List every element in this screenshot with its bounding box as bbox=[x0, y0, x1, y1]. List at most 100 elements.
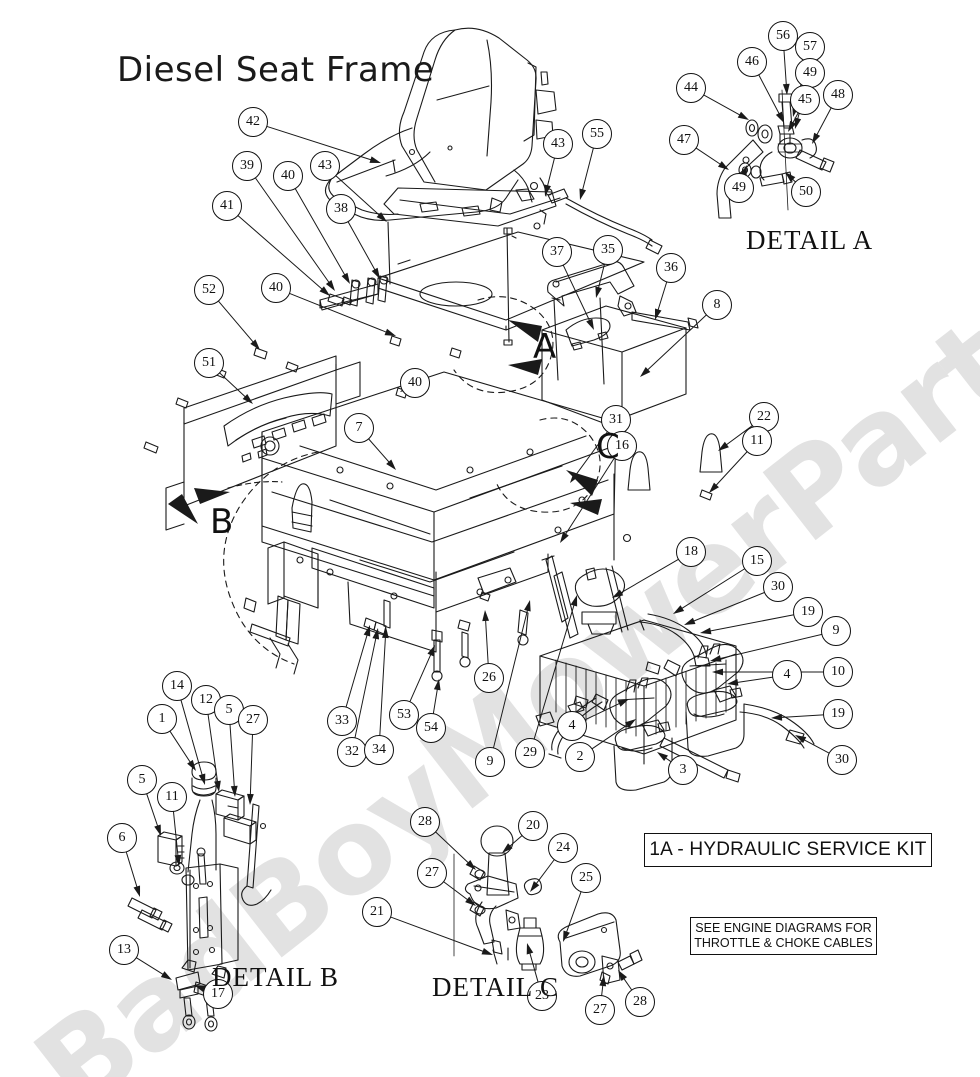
callout-balloon-2[interactable]: 2 bbox=[565, 742, 595, 772]
callout-balloon-23[interactable]: 23 bbox=[527, 981, 557, 1011]
leader-line bbox=[546, 158, 555, 188]
callout-balloon-37[interactable]: 37 bbox=[542, 237, 572, 267]
callout-balloon-55[interactable]: 55 bbox=[582, 119, 612, 149]
callout-balloon-13[interactable]: 13 bbox=[109, 935, 139, 965]
callout-balloon-32[interactable]: 32 bbox=[337, 737, 367, 767]
callout-balloon-49[interactable]: 49 bbox=[795, 58, 825, 88]
callout-balloon-24[interactable]: 24 bbox=[548, 833, 578, 863]
hydraulic-service-kit-box: 1A - HYDRAULIC SERVICE KIT bbox=[644, 833, 932, 867]
leader-line bbox=[180, 699, 204, 777]
callout-balloon-46[interactable]: 46 bbox=[737, 47, 767, 77]
callout-balloon-11[interactable]: 11 bbox=[157, 782, 187, 812]
callout-balloon-1[interactable]: 1 bbox=[147, 704, 177, 734]
callout-balloon-27[interactable]: 27 bbox=[585, 995, 615, 1025]
callout-balloon-52[interactable]: 52 bbox=[194, 275, 224, 305]
callout-balloon-49[interactable]: 49 bbox=[724, 173, 754, 203]
leader-arrowhead bbox=[586, 318, 594, 330]
callout-balloon-28[interactable]: 28 bbox=[625, 987, 655, 1017]
callout-balloon-9[interactable]: 9 bbox=[821, 616, 851, 646]
callout-balloon-33[interactable]: 33 bbox=[327, 706, 357, 736]
callout-balloon-40[interactable]: 40 bbox=[273, 161, 303, 191]
callout-number: 30 bbox=[835, 752, 849, 767]
callout-balloon-6[interactable]: 6 bbox=[107, 823, 137, 853]
callout-balloon-40[interactable]: 40 bbox=[400, 368, 430, 398]
callout-balloon-27[interactable]: 27 bbox=[238, 705, 268, 735]
leader-line bbox=[347, 221, 377, 272]
leader-line bbox=[379, 635, 386, 736]
leader-line bbox=[718, 633, 822, 660]
callout-balloon-18[interactable]: 18 bbox=[676, 537, 706, 567]
callout-balloon-3[interactable]: 3 bbox=[668, 755, 698, 785]
callout-number: 42 bbox=[246, 114, 260, 129]
leader-line bbox=[435, 831, 470, 865]
leader-line bbox=[345, 633, 368, 708]
callout-number: 19 bbox=[801, 604, 815, 619]
callout-balloon-56[interactable]: 56 bbox=[768, 21, 798, 51]
leader-arrowhead bbox=[465, 896, 476, 906]
callout-balloon-7[interactable]: 7 bbox=[344, 413, 374, 443]
callout-balloon-30[interactable]: 30 bbox=[827, 745, 857, 775]
leader-line bbox=[646, 314, 707, 372]
callout-balloon-41[interactable]: 41 bbox=[212, 191, 242, 221]
callout-number: 5 bbox=[225, 702, 233, 717]
leader-arrowhead bbox=[482, 610, 490, 622]
callout-balloon-45[interactable]: 45 bbox=[790, 85, 820, 115]
leader-arrowhead bbox=[710, 655, 722, 662]
leader-line bbox=[432, 687, 439, 714]
callout-balloon-51[interactable]: 51 bbox=[194, 348, 224, 378]
callout-balloon-54[interactable]: 54 bbox=[416, 713, 446, 743]
callout-balloon-36[interactable]: 36 bbox=[656, 253, 686, 283]
section-marker-c: C bbox=[596, 427, 620, 467]
callout-number: 44 bbox=[684, 80, 698, 95]
callout-balloon-43[interactable]: 43 bbox=[310, 151, 340, 181]
leader-arrowhead bbox=[599, 975, 607, 987]
callout-balloon-35[interactable]: 35 bbox=[593, 235, 623, 265]
callout-balloon-39[interactable]: 39 bbox=[232, 151, 262, 181]
leader-line bbox=[714, 451, 748, 487]
callout-balloon-28[interactable]: 28 bbox=[410, 807, 440, 837]
callout-balloon-40[interactable]: 40 bbox=[261, 273, 291, 303]
leader-arrowhead bbox=[718, 441, 729, 451]
callout-balloon-16[interactable]: 16 bbox=[607, 431, 637, 461]
callout-balloon-21[interactable]: 21 bbox=[362, 897, 392, 927]
callout-number: 43 bbox=[551, 136, 565, 151]
callout-balloon-9[interactable]: 9 bbox=[475, 747, 505, 777]
callout-balloon-10[interactable]: 10 bbox=[823, 657, 853, 687]
callout-balloon-19[interactable]: 19 bbox=[793, 597, 823, 627]
callout-balloon-14[interactable]: 14 bbox=[162, 671, 192, 701]
callout-balloon-26[interactable]: 26 bbox=[474, 663, 504, 693]
callout-balloon-25[interactable]: 25 bbox=[571, 863, 601, 893]
leader-line bbox=[591, 723, 630, 750]
leader-line bbox=[207, 714, 219, 784]
callout-balloon-5[interactable]: 5 bbox=[127, 765, 157, 795]
callout-balloon-43[interactable]: 43 bbox=[543, 129, 573, 159]
callout-balloon-15[interactable]: 15 bbox=[742, 546, 772, 576]
callout-balloon-29[interactable]: 29 bbox=[515, 738, 545, 768]
callout-balloon-31[interactable]: 31 bbox=[601, 405, 631, 435]
leader-line bbox=[335, 175, 381, 217]
callout-balloon-53[interactable]: 53 bbox=[389, 700, 419, 730]
callout-balloon-30[interactable]: 30 bbox=[763, 572, 793, 602]
callout-balloon-42[interactable]: 42 bbox=[238, 107, 268, 137]
callout-balloon-50[interactable]: 50 bbox=[791, 177, 821, 207]
callout-balloon-48[interactable]: 48 bbox=[823, 80, 853, 110]
callout-balloon-38[interactable]: 38 bbox=[326, 194, 356, 224]
callout-balloon-17[interactable]: 17 bbox=[203, 979, 233, 1009]
callout-balloon-11[interactable]: 11 bbox=[742, 426, 772, 456]
leader-arrowhead bbox=[481, 947, 493, 955]
callout-balloon-27[interactable]: 27 bbox=[417, 858, 447, 888]
callout-balloon-34[interactable]: 34 bbox=[364, 735, 394, 765]
callout-balloon-4[interactable]: 4 bbox=[772, 660, 802, 690]
leader-line bbox=[229, 724, 235, 789]
leader-arrowhead bbox=[700, 627, 712, 635]
callout-balloon-19[interactable]: 19 bbox=[823, 699, 853, 729]
leader-arrowhead bbox=[654, 308, 662, 320]
callout-balloon-4[interactable]: 4 bbox=[557, 711, 587, 741]
callout-balloon-20[interactable]: 20 bbox=[518, 811, 548, 841]
callout-number: 9 bbox=[832, 623, 840, 638]
leader-arrowhead bbox=[194, 985, 206, 993]
callout-balloon-8[interactable]: 8 bbox=[702, 290, 732, 320]
callout-balloon-44[interactable]: 44 bbox=[676, 73, 706, 103]
callout-balloon-47[interactable]: 47 bbox=[669, 125, 699, 155]
